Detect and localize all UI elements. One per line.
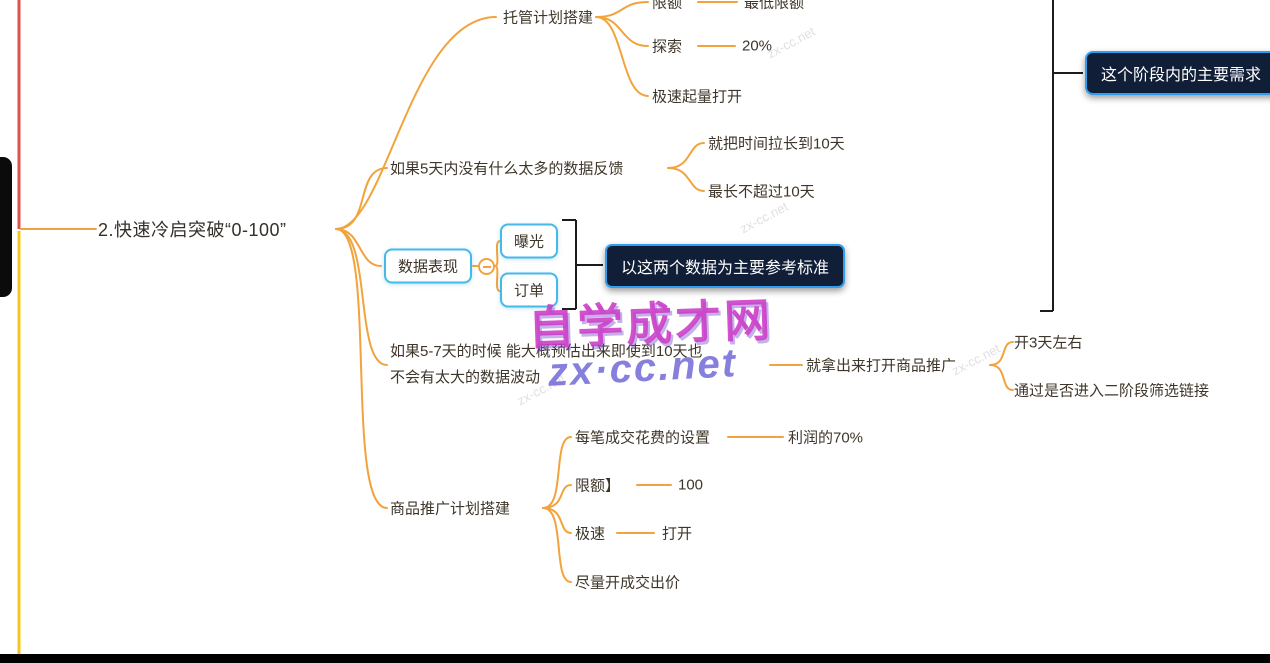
node-limit[interactable]: 限额 <box>652 0 683 12</box>
node-data-performance[interactable]: 数据表现 <box>384 248 473 284</box>
node-speed[interactable]: 极速 <box>575 525 606 543</box>
node-bid[interactable]: 尽量开成交出价 <box>575 574 681 592</box>
node-orders[interactable]: 订单 <box>500 272 559 308</box>
right-bracket <box>1040 0 1083 312</box>
node-hosting-plan[interactable]: 托管计划搭建 <box>503 9 594 27</box>
node-stage2-filter[interactable]: 通过是否进入二阶段筛选链接 <box>1014 382 1210 400</box>
node-promo-limit-value[interactable]: 100 <box>678 476 704 494</box>
node-promo-plan[interactable]: 商品推广计划搭建 <box>390 500 511 518</box>
callout-main-reference[interactable]: 以这两个数据为主要参考标准 <box>605 244 846 288</box>
node-root-topic[interactable]: 2.快速冷启突破“0-100” <box>98 220 287 240</box>
collapse-icon[interactable] <box>478 258 495 275</box>
branch-connectors <box>20 1 1014 583</box>
node-open-3days[interactable]: 开3天左右 <box>1014 334 1083 352</box>
callout-stage-requirement[interactable]: 这个阶段内的主要需求 <box>1085 51 1270 95</box>
bottom-black-bar <box>0 654 1270 663</box>
summary-brace <box>562 219 603 310</box>
node-profit-70[interactable]: 利润的70% <box>788 429 864 447</box>
node-open-product-promo[interactable]: 就拿出来打开商品推广 <box>806 357 957 375</box>
left-edge-tab <box>0 157 12 297</box>
node-max-10days[interactable]: 最长不超过10天 <box>708 183 815 201</box>
node-exposure[interactable]: 曝光 <box>500 223 559 259</box>
minus-icon <box>482 265 491 268</box>
node-fast-start[interactable]: 极速起量打开 <box>652 88 743 106</box>
node-explore-value[interactable]: 20% <box>742 37 773 55</box>
node-min-limit[interactable]: 最低限额 <box>744 0 805 12</box>
node-estimate-5-7days[interactable]: 如果5-7天的时候 能大概预估出来即使到10天也 不会有太大的数据波动 <box>390 342 703 386</box>
node-cost-per-order[interactable]: 每笔成交花费的设置 <box>575 429 711 447</box>
node-explore[interactable]: 探索 <box>652 38 683 56</box>
node-no-feedback-5days[interactable]: 如果5天内没有什么太多的数据反馈 <box>390 160 624 178</box>
node-speed-value[interactable]: 打开 <box>662 525 693 543</box>
node-promo-limit[interactable]: 限额】 <box>575 477 621 495</box>
node-extend-to-10days[interactable]: 就把时间拉长到10天 <box>708 135 845 153</box>
